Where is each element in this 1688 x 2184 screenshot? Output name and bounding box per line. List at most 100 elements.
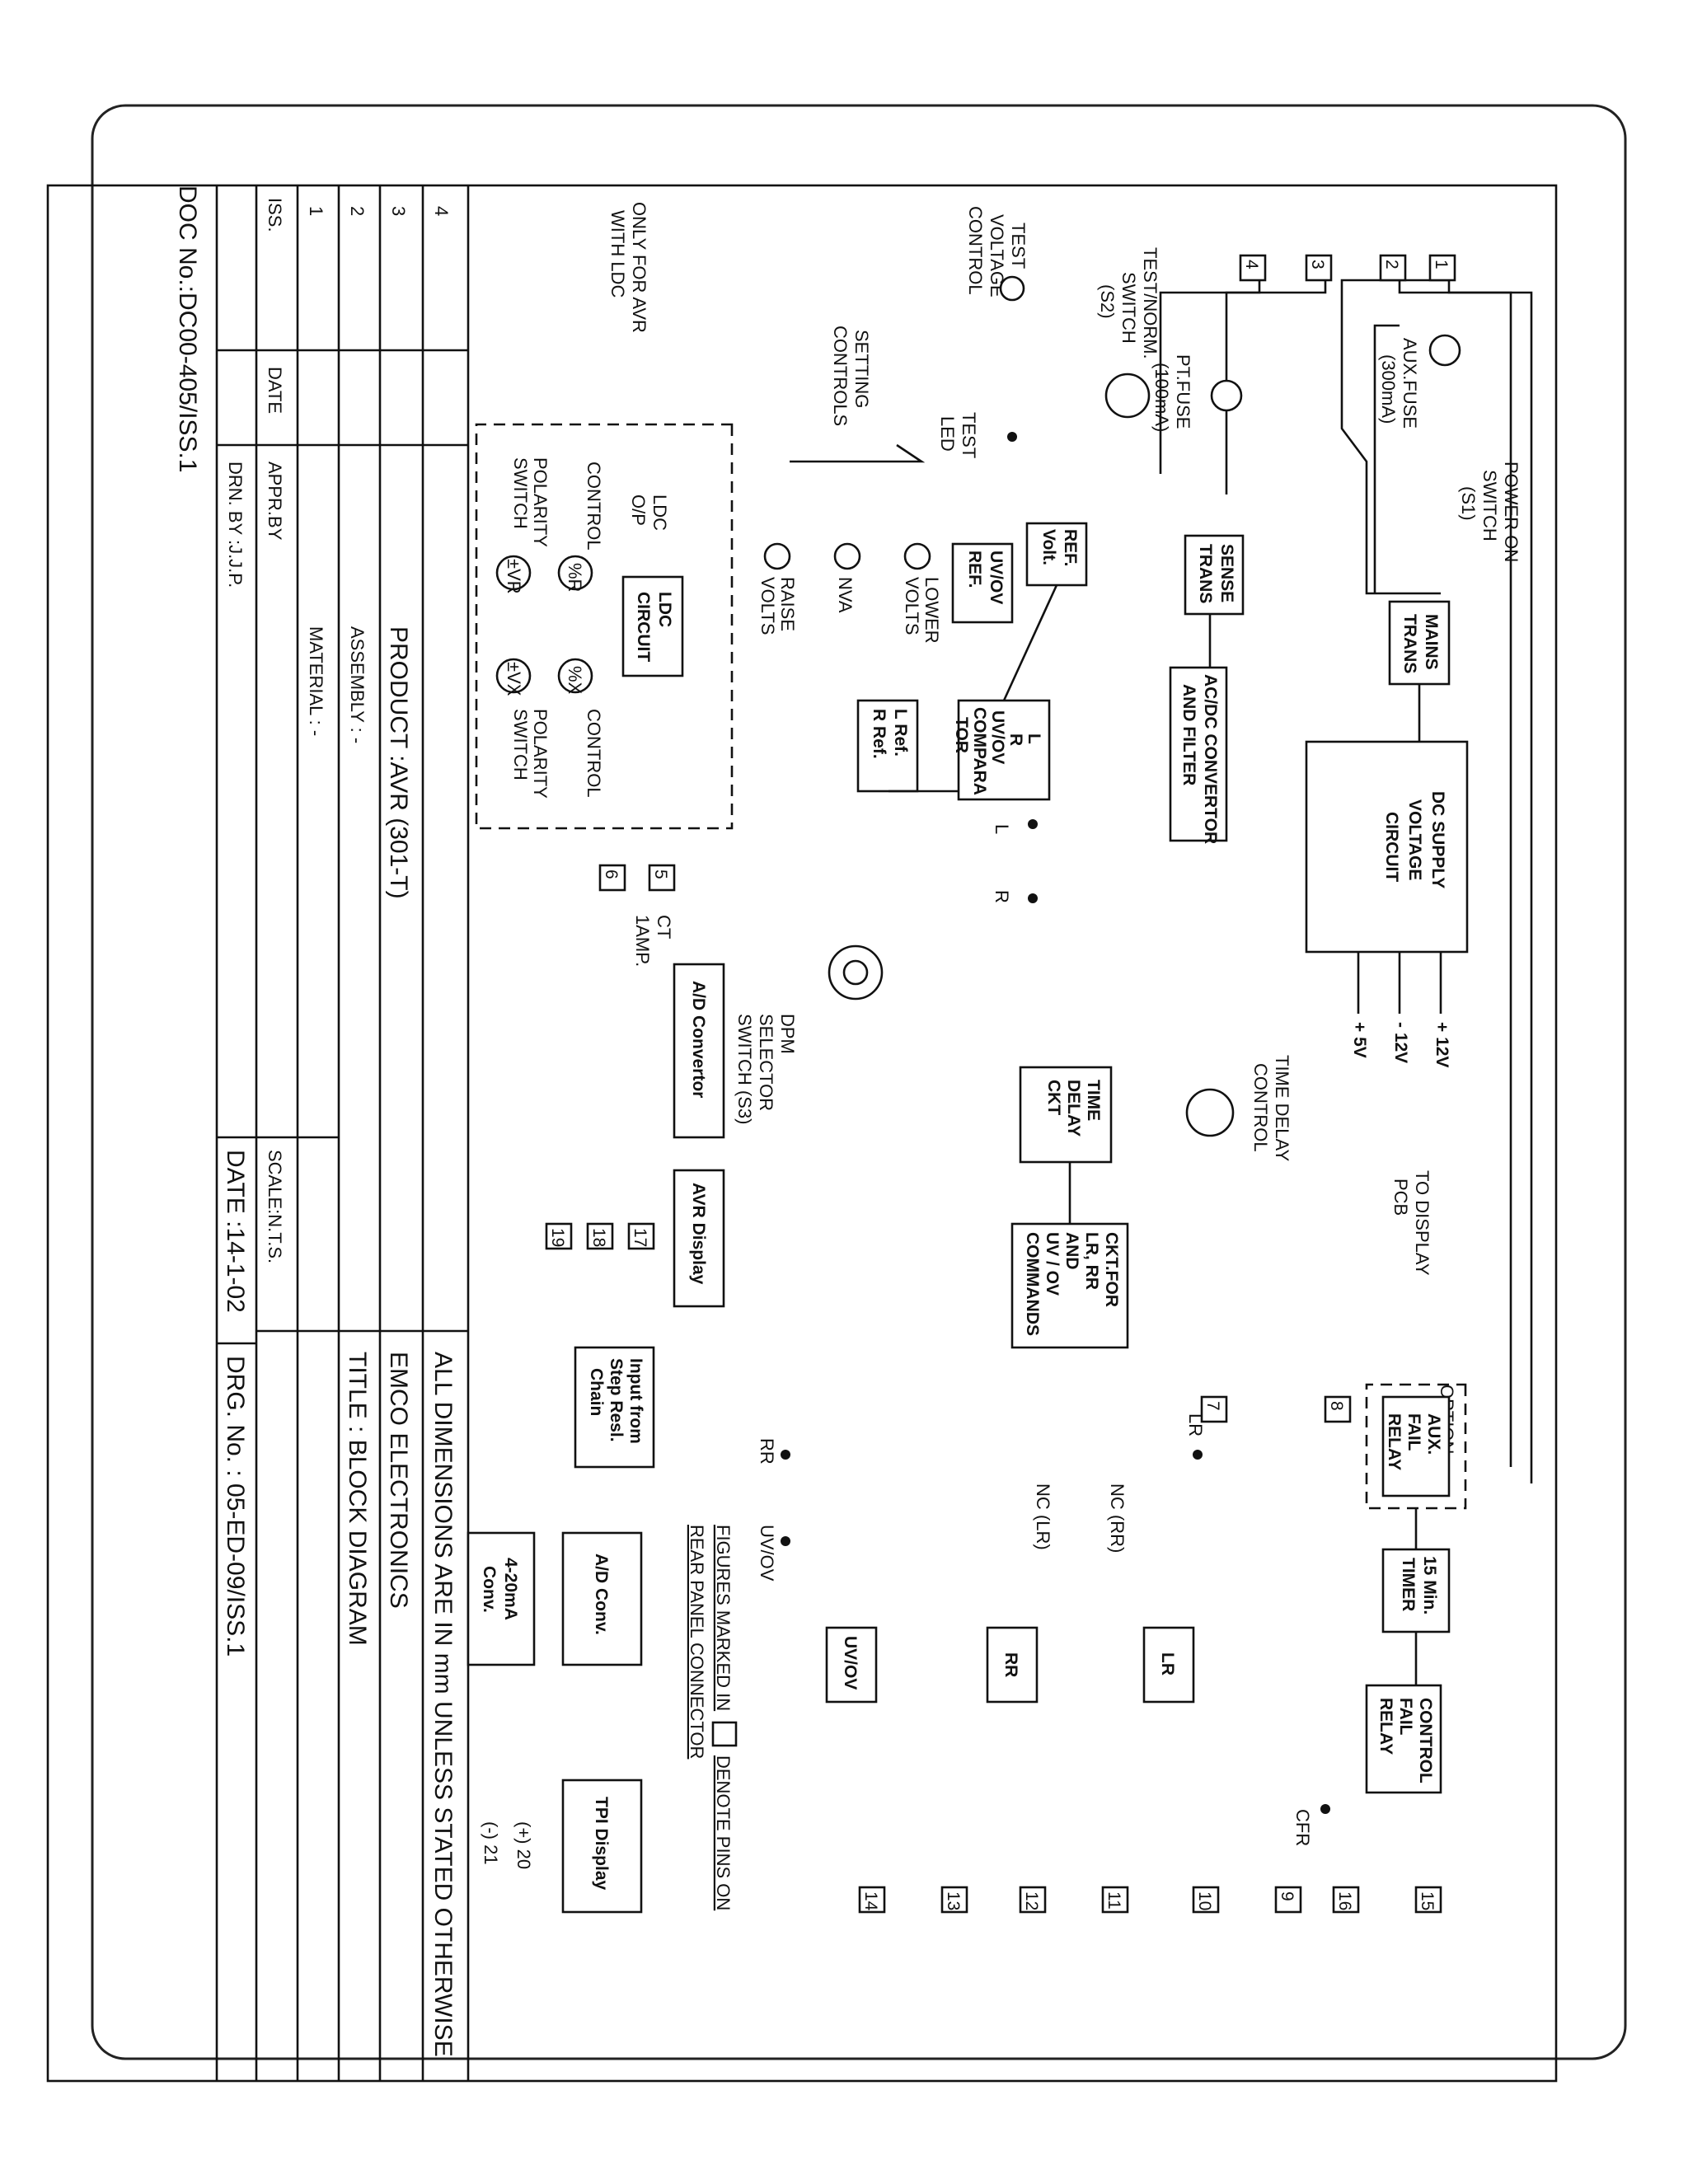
pin-label: 9 [1278, 1891, 1296, 1901]
pin-box [586, 1222, 614, 1250]
drawing-frame [46, 184, 1558, 2083]
setting-controls: SETTINGCONTROLS REF.Volt. UV/OVREF. LOWE… [757, 326, 1088, 903]
only-for-label: ONLY FOR AVRWITH LDC [607, 202, 649, 333]
dpm-section: DPMSELECTORSWITCH (S3) A/D Convertor AVR… [673, 944, 1292, 1349]
pin-marker-icon [711, 1721, 738, 1747]
sense-trans-label: SENSETRANS [1196, 544, 1236, 603]
nva-pot-icon [833, 542, 861, 570]
xr-label: %R [565, 563, 585, 592]
acdc-block [1169, 666, 1228, 842]
rr-led-icon [781, 1450, 790, 1460]
input-step-block [574, 1346, 655, 1469]
setting-controls-label: SETTINGCONTROLS [830, 326, 872, 426]
pin-label: 15 [1418, 1891, 1437, 1910]
lr-block-label: LR [1158, 1652, 1177, 1675]
uvov-ref-label: UV/OVREF. [965, 551, 1006, 604]
test-led-icon [1007, 432, 1017, 442]
aux-fuse-label: AUX.FUSE(300mA) [1378, 338, 1420, 429]
pin-label: 13 [944, 1891, 963, 1910]
cfr-led-icon [1320, 1804, 1330, 1814]
conv-4-20-block [467, 1531, 536, 1666]
pin-box [598, 864, 626, 892]
r-led-icon [1028, 893, 1038, 903]
drawn-by: DRN. BY :J.J.P. [225, 462, 246, 588]
vx-switch-icon [495, 658, 532, 694]
uvov-led-label: UV/OV [757, 1525, 777, 1582]
aux-fail-relay-block [1381, 1395, 1451, 1497]
pin-box [1192, 1886, 1220, 1914]
ad-conv-block [561, 1531, 643, 1666]
ldc-circuit-label: LDCCIRCUIT [634, 592, 674, 662]
col-iss: ISS. [265, 198, 285, 232]
control-r-label: CONTROL [584, 462, 604, 551]
rr-led-label: RR [757, 1438, 777, 1465]
polarity-x-label: POLARITYSWITCH [510, 709, 551, 799]
pin-label: 18 [589, 1228, 608, 1247]
xx-label: %X [565, 666, 585, 695]
lower-volts-pot-icon [903, 542, 931, 570]
time-delay-label: TIMEDELAYCKT [1044, 1080, 1103, 1137]
polarity-r-label: POLARITYSWITCH [510, 457, 551, 547]
sense-trans-block [1184, 534, 1245, 616]
pin-label: 17 [631, 1228, 649, 1247]
material: MATERIAL : - [306, 626, 326, 736]
input-step-label: Input fromStep Resl.Chain [587, 1358, 645, 1444]
pin-label: 14 [861, 1891, 880, 1911]
pin-label: 8 [1327, 1401, 1346, 1411]
tpi-display-label: TPI Display [592, 1797, 611, 1891]
issue-1: 1 [306, 206, 326, 216]
scale: SCALE:N.T.S. [265, 1150, 285, 1263]
ckt-for-label: CKT.FORLR, RRANDUV / OVCOMMANDS [1023, 1232, 1121, 1336]
plus-5v: + 5V [1350, 1022, 1369, 1058]
pin-box [1414, 1886, 1442, 1914]
pt-fuse-label: PT.FUSE(100mA) [1151, 354, 1193, 432]
pt-fuse-icon [1210, 379, 1243, 412]
issue-4: 4 [431, 206, 452, 216]
ldc-optional-frame [475, 423, 734, 830]
dpm-label: DPMSELECTORSWITCH (S3) [734, 1014, 798, 1124]
aux-fuse-icon [1428, 334, 1461, 367]
pin-box [1332, 1886, 1360, 1914]
test-led-label: TESTLED [937, 412, 979, 458]
xr-pot-icon [557, 555, 593, 591]
pin-label: 10 [1195, 1891, 1214, 1910]
pin-box [1379, 254, 1407, 282]
pin-label: 19 [548, 1228, 567, 1247]
pin-label: 4 [1242, 260, 1261, 269]
company-name: EMCO ELECTRONICS [385, 1352, 412, 1609]
ad-conv-label: A/D Conv. [592, 1554, 611, 1635]
pin-box [1239, 254, 1267, 282]
test-norm-switch-icon [1104, 373, 1151, 419]
nva-label: NVA [835, 577, 856, 613]
uvov-ref-block [951, 542, 1014, 624]
test-norm-label: TEST/NORM.SWITCH(S2) [1097, 247, 1160, 359]
ldc-op-label: LDCO/P [628, 494, 670, 531]
pin-label: 6 [602, 869, 621, 879]
pin-label: 12 [1022, 1891, 1041, 1910]
pin-box [1274, 1886, 1302, 1914]
sheet-border [91, 104, 1627, 2060]
raise-volts-pot-icon [763, 542, 791, 570]
drawing-title: TITLE : BLOCK DIAGRAM [344, 1352, 371, 1646]
aux-fail-relay-label: AUX.FAILRELAY [1385, 1413, 1443, 1470]
pin-box [1200, 1395, 1228, 1423]
doc-number: DOC No.:DC00-405/ISS.1 [174, 185, 201, 472]
plus-12v: + 12V [1432, 1022, 1451, 1067]
conv-4-20-label: 4-20mAConv. [480, 1558, 520, 1620]
time-delay-block [1019, 1066, 1113, 1164]
control-fail-relay-label: CONTROLFAILRELAY [1376, 1698, 1435, 1783]
lr-block [1142, 1626, 1195, 1704]
pin-label: 16 [1335, 1891, 1354, 1910]
issue-3: 3 [388, 206, 409, 216]
ad-convertor-block [673, 963, 725, 1139]
all-dimensions-note: ALL DIMENSIONS ARE IN mm UNLESS STATED O… [429, 1352, 457, 2057]
issue-2: 2 [347, 206, 368, 216]
pin-label: 7 [1203, 1401, 1222, 1411]
power-on-label: POWER ONSWITCH(S1) [1458, 462, 1522, 562]
pin-box [545, 1222, 573, 1250]
avr-display-label: AVR Display [689, 1183, 708, 1285]
dc-supply-label: DC SUPPLYVOLTAGECIRCUIT [1382, 791, 1447, 888]
